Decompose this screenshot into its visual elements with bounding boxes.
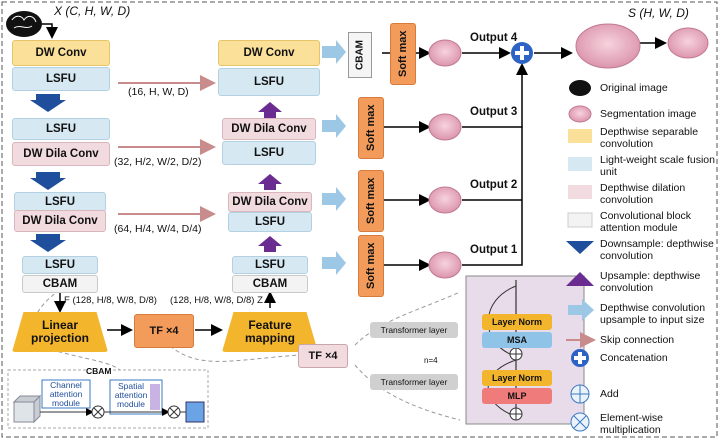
- f-label: F (128, H/8, W/8, D/8): [64, 295, 157, 306]
- legend-add-icon: [570, 384, 590, 404]
- legend-text-1: Original image: [600, 82, 668, 94]
- skip-label-1: (16, H, W, D): [128, 86, 189, 98]
- original-image-icon: [6, 11, 42, 37]
- legend-segmentation-icon: [568, 105, 592, 123]
- legend-text-11: Concatenation: [600, 352, 668, 364]
- layer-norm-2: Layer Norm: [482, 370, 552, 386]
- decoder-dila-1: DW Dila Conv: [222, 118, 316, 140]
- decoder-lsfu-1: LSFU: [218, 68, 320, 96]
- decoder-cbam: CBAM: [232, 275, 308, 293]
- linear-projection: Linear projection: [12, 312, 108, 352]
- softmax-1: Soft max: [358, 235, 384, 297]
- legend-light-arrow-icon: [568, 299, 594, 321]
- output-3-label: Output 3: [470, 106, 518, 118]
- cbam-detail: [7, 369, 209, 429]
- legend-text-5: Depthwise dilation convolution: [600, 182, 686, 206]
- output-2-label: Output 2: [470, 179, 518, 191]
- segmentation-image-icons: [428, 23, 709, 279]
- encoder-dwconv: DW Conv: [12, 40, 110, 66]
- encoder-lsfu-1: LSFU: [12, 67, 110, 91]
- encoder-lsfu-3: LSFU: [14, 192, 106, 212]
- legend-yellow-swatch: [568, 129, 592, 143]
- decoder-dila-2: DW Dila Conv: [228, 192, 312, 212]
- legend-text-6: Convolutional block attention module: [600, 210, 692, 234]
- encoder-dila-1: DW Dila Conv: [12, 142, 110, 166]
- spatial-attention-label: Spatial attention module: [114, 381, 148, 409]
- encoder-cbam: CBAM: [22, 275, 98, 293]
- encoder-lsfu-2: LSFU: [12, 118, 110, 140]
- mlp-block: MLP: [482, 388, 552, 404]
- decoder-lsfu-4: LSFU: [232, 256, 308, 274]
- legend-text-2: Segmentation image: [600, 108, 697, 120]
- layer-norm-1: Layer Norm: [482, 314, 552, 330]
- input-label: X (C, H, W, D): [54, 4, 131, 18]
- skip-label-2: (32, H/2, W/2, D/2): [114, 156, 202, 168]
- transformer-layer-top: Transformer layer: [370, 322, 458, 338]
- channel-attention-label: Channel attention module: [49, 380, 83, 408]
- legend-text-3: Depthwise separable convolution: [600, 126, 699, 150]
- softmax-3: Soft max: [358, 97, 384, 159]
- legend-text-4: Light-weight scale fusion unit: [600, 154, 715, 178]
- msa-block: MSA: [482, 332, 552, 348]
- z-label: (128, H/8, W/8, D/8) Z: [170, 295, 263, 306]
- decoder-dwconv: DW Conv: [218, 40, 320, 66]
- encoder-dila-2: DW Dila Conv: [14, 210, 106, 232]
- decoder-lsfu-3: LSFU: [228, 212, 312, 232]
- up-arrows: [258, 102, 282, 252]
- legend-text-7: Downsample: depthwise convolution: [600, 238, 714, 262]
- legend-text-9: Depthwise convolution upsample to input …: [600, 302, 706, 326]
- down-arrows: [30, 94, 66, 252]
- encoder-lsfu-4: LSFU: [22, 256, 98, 274]
- tf-block: TF ×4: [134, 314, 194, 348]
- legend-white-swatch: [567, 212, 593, 228]
- legend-multiply-icon: [570, 412, 590, 432]
- legend-text-12: Add: [600, 388, 619, 400]
- legend-original-icon: [569, 80, 591, 96]
- input-arrow: [38, 23, 58, 39]
- cbam-detail-title: CBAM: [86, 366, 112, 376]
- upsample-to-input-arrows: [322, 40, 346, 275]
- output-label: S (H, W, D): [628, 6, 689, 20]
- softmax-4: Soft max: [390, 23, 416, 85]
- skip-connections: [118, 75, 216, 222]
- transformer-layer-bottom: Transformer layer: [370, 374, 458, 390]
- tf-x4-detail: TF ×4: [298, 344, 348, 368]
- legend-text-8: Upsample: depthwise convolution: [600, 270, 701, 294]
- legend-text-13: Element-wise multiplication: [600, 412, 664, 436]
- n-label: n=4: [424, 356, 438, 365]
- legend-up-arrow-icon: [566, 272, 594, 286]
- legend-pink-swatch: [568, 185, 592, 199]
- output-4-label: Output 4: [470, 32, 518, 44]
- legend-blue-swatch: [568, 157, 592, 171]
- decoder-lsfu-2: LSFU: [222, 141, 316, 165]
- output-1-label: Output 1: [470, 244, 518, 256]
- detail-callouts: [33, 289, 461, 421]
- skip-label-3: (64, H/4, W/4, D/4): [114, 223, 202, 235]
- softmax-2: Soft max: [358, 170, 384, 232]
- concat-icon: [511, 42, 533, 64]
- legend-down-arrow-icon: [566, 241, 594, 254]
- head-cbam: CBAM: [348, 32, 372, 78]
- legend-text-10: Skip connection: [600, 334, 675, 346]
- legend-concat-icon: [571, 349, 589, 367]
